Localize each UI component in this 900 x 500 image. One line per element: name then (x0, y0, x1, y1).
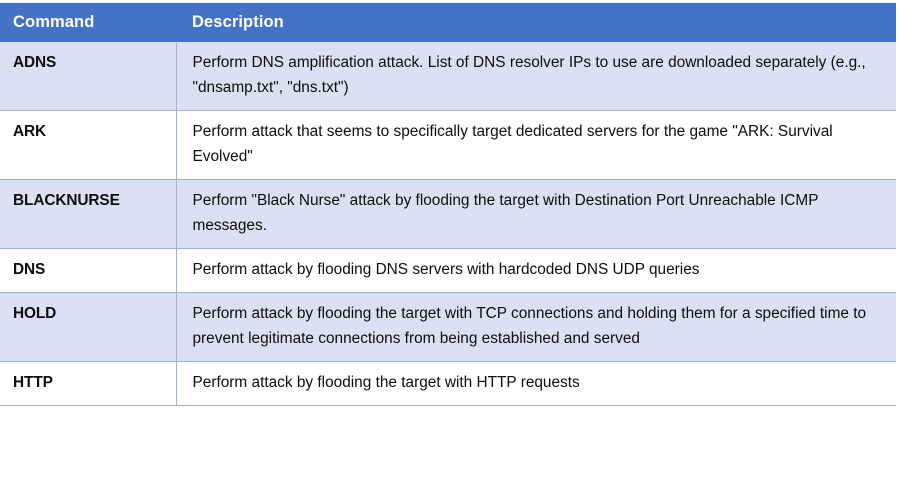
cell-command: BLACKNURSE (0, 178, 176, 249)
table-header-row: Command Description (0, 3, 896, 42)
cell-description: Perform attack by flooding DNS servers w… (175, 247, 896, 293)
cell-command: DNS (0, 247, 176, 293)
cell-command: ADNS (0, 42, 176, 111)
cell-description: Perform attack that seems to specificall… (175, 109, 896, 180)
table-header: Command Description (0, 3, 896, 42)
column-header-command: Command (0, 3, 176, 42)
cell-description: Perform DNS amplification attack. List o… (175, 42, 896, 111)
cell-command: HTTP (0, 360, 176, 406)
cell-command: HOLD (0, 291, 176, 362)
cell-description: Perform attack by flooding the target wi… (175, 291, 896, 362)
cell-description: Perform "Black Nurse" attack by flooding… (175, 178, 896, 249)
column-header-description: Description (176, 3, 896, 42)
cell-command: ARK (0, 109, 176, 180)
cell-description: Perform attack by flooding the target wi… (175, 360, 896, 406)
